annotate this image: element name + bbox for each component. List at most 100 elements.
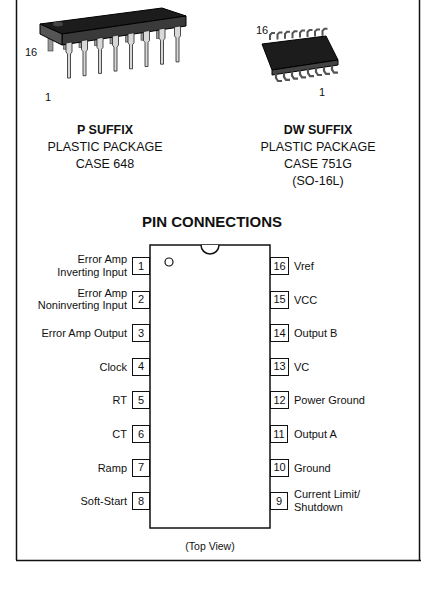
pin-number-box: 2	[132, 291, 150, 309]
pin-lead	[128, 33, 134, 69]
pin-lead	[323, 29, 328, 36]
view-note: (Top View)	[185, 540, 234, 552]
package-label: DW SUFFIX	[284, 123, 353, 137]
pin-lead	[316, 68, 322, 75]
pin-number-box: 5	[132, 391, 150, 409]
pin-name: Error Amp Noninverting Input	[27, 287, 127, 312]
package-label: 16	[25, 46, 37, 59]
pin-number-box: 10	[270, 459, 289, 477]
soic-package	[262, 29, 338, 81]
pin-name: Clock	[99, 360, 127, 373]
pin-number: 8	[138, 496, 144, 507]
package-label: CASE 751G	[284, 157, 352, 171]
pin-lead	[82, 40, 88, 76]
dip-package	[40, 8, 186, 78]
pin-lead	[324, 67, 330, 74]
pin-lead	[175, 26, 181, 62]
pin-number: 11	[273, 429, 284, 440]
pin-number-box: 15	[270, 291, 289, 309]
frame-line	[16, 560, 421, 562]
dip-notch	[53, 22, 63, 27]
pin-number-box: 7	[132, 459, 150, 477]
pin1-dot	[165, 258, 173, 266]
pin1-notch	[201, 245, 219, 254]
pin-number: 13	[273, 361, 285, 372]
pin-name: Error Amp Output	[41, 327, 127, 340]
section-heading: PIN CONNECTIONS	[142, 213, 282, 230]
pin-number: 1	[138, 261, 144, 272]
pin-number-box: 4	[132, 358, 150, 376]
pin-number: 3	[138, 328, 144, 339]
pin-number: 4	[138, 361, 144, 372]
pin-number: 14	[273, 328, 285, 339]
pin-number: 16	[273, 261, 285, 272]
dip-body-side	[62, 16, 186, 45]
pin-number: 9	[276, 496, 282, 507]
pin-name: VC	[294, 360, 309, 373]
pin-number-box: 13	[270, 358, 289, 376]
pin-name: Current Limit/ Shutdown	[294, 489, 374, 514]
pin-number-box: 8	[132, 492, 150, 510]
pin-lead	[276, 74, 282, 81]
pin-lead	[292, 72, 298, 79]
pin-name: Power Ground	[294, 394, 365, 407]
pin-name: VCC	[294, 293, 317, 306]
package-label: PLASTIC PACKAGE	[47, 140, 162, 154]
pin-number-box: 3	[132, 324, 150, 342]
pin-number-box: 12	[270, 391, 289, 409]
pin-number: 2	[138, 294, 144, 305]
pin-number: 12	[273, 395, 285, 406]
pin-lead	[293, 31, 298, 38]
pin-name: Soft-Start	[81, 495, 127, 508]
pin-lead	[113, 35, 119, 71]
pin-lead	[308, 69, 314, 76]
pin-lead	[308, 30, 313, 37]
package-label: (SO-16L)	[292, 174, 343, 188]
pin-lead	[300, 70, 306, 77]
pin-number: 5	[138, 395, 144, 406]
pin-lead	[97, 37, 103, 73]
pin-lead	[285, 32, 290, 39]
pin-lead	[278, 32, 283, 39]
pin-name: Output B	[294, 327, 337, 340]
package-label: 1	[319, 86, 325, 99]
pin-number: 7	[138, 462, 144, 473]
pin-lead	[144, 31, 150, 67]
frame-line	[419, 0, 421, 560]
pin-lead	[66, 42, 72, 78]
pin-name: Error Amp Inverting Input	[49, 253, 127, 278]
ic-body	[150, 245, 270, 528]
package-label: PLASTIC PACKAGE	[260, 140, 375, 154]
pin-lead	[159, 28, 165, 64]
pin-name: Vref	[294, 260, 314, 273]
pin-number-box: 14	[270, 324, 289, 342]
pin-number: 6	[138, 429, 144, 440]
pin-name: CT	[112, 428, 127, 441]
pin-number-box: 1	[132, 257, 150, 275]
package-label: P SUFFIX	[77, 123, 133, 137]
dip-body-end	[40, 24, 62, 45]
pin-number: 10	[273, 462, 285, 473]
pin-number-box: 11	[270, 425, 288, 443]
pin-lead	[300, 31, 305, 38]
soic-body-side	[272, 60, 338, 75]
pin-number-box: 9	[270, 492, 288, 510]
pin-name: Ground	[294, 461, 331, 474]
pin-number: 15	[273, 294, 285, 305]
package-label: 16	[256, 24, 268, 37]
package-label: 1	[45, 91, 51, 104]
pin-number-box: 16	[270, 257, 289, 275]
pin-name: Ramp	[98, 461, 127, 474]
frame-line	[16, 0, 18, 560]
pin-name: RT	[113, 394, 127, 407]
pin-number-box: 6	[132, 425, 150, 443]
pin-name: Output A	[294, 428, 337, 441]
package-label: CASE 648	[76, 157, 134, 171]
pin-lead	[270, 33, 275, 40]
pin-lead	[332, 66, 338, 73]
pin-lead	[284, 73, 290, 80]
pin-lead	[315, 29, 320, 36]
